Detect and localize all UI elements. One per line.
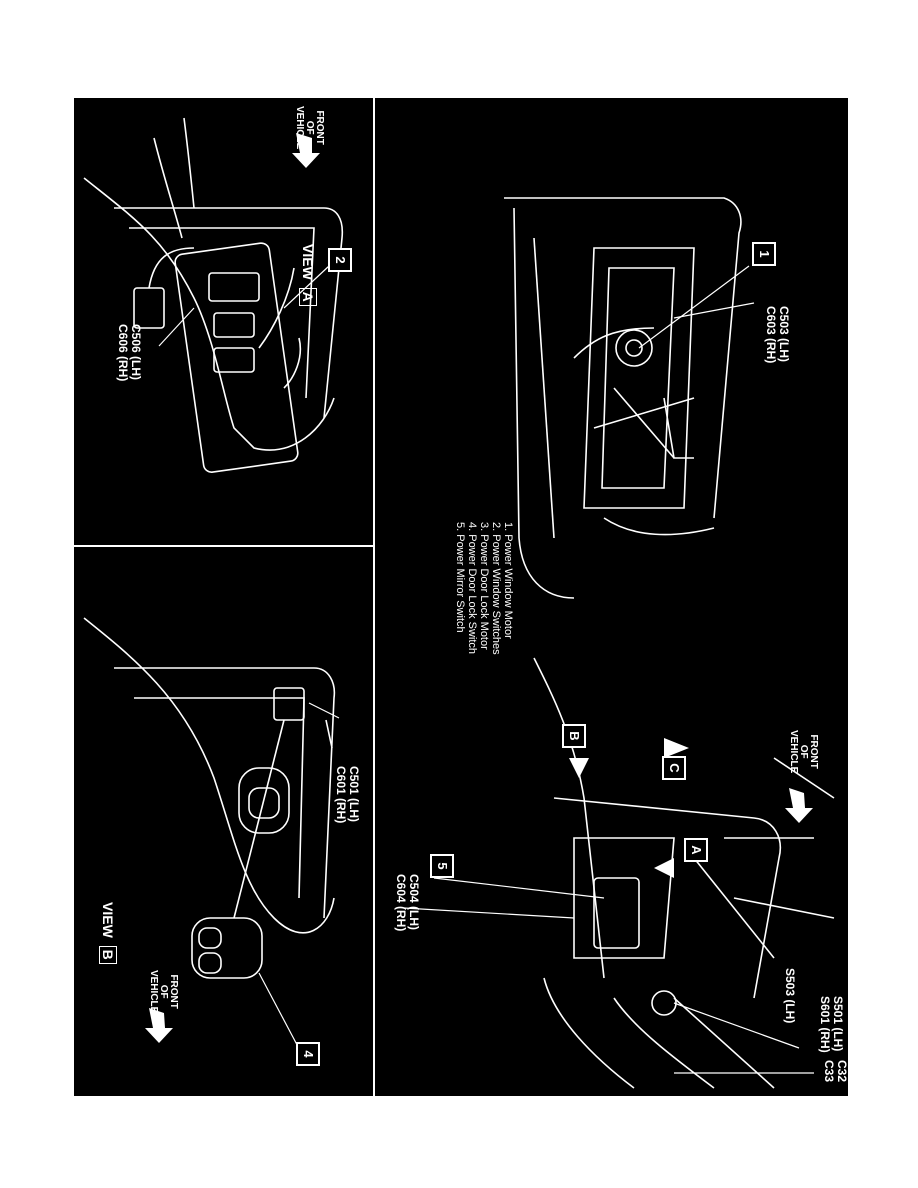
splice-s501-label: S501 (LH) S601 (RH) xyxy=(818,996,845,1053)
legend-item-5: 5. Power Mirror Switch xyxy=(454,522,466,633)
legend-item-2: 2. Power Window Switches xyxy=(490,522,502,655)
front-arrows xyxy=(145,133,813,1043)
view-b-label: VIEW B xyxy=(99,902,117,964)
front-line2: OF xyxy=(158,984,169,999)
diagram-sheet: VIEW A VIEW B FRONT OF VEHICLE FRONT OF … xyxy=(74,98,848,1096)
callout-5: 5 xyxy=(430,854,454,878)
door-panel-drawing xyxy=(504,197,835,1089)
callout-arrows xyxy=(569,738,689,878)
callout-4: 4 xyxy=(296,1042,320,1066)
front-of-vehicle-label-a: FRONT OF VEHICLE xyxy=(294,106,325,150)
arrow-tag-b: B xyxy=(562,724,586,748)
view-b-letter: B xyxy=(99,945,117,964)
c606-rh: C606 (RH) xyxy=(116,324,130,382)
c604-rh: C604 (RH) xyxy=(394,874,408,932)
arrow-tag-a: A xyxy=(684,838,708,862)
front-line3: VEHICLE xyxy=(294,106,305,150)
c32-label: C32 xyxy=(835,1060,848,1083)
connector-c501-label: C501 (LH) C601 (RH) xyxy=(334,766,361,824)
front-line2: OF xyxy=(798,744,809,759)
legend-item-4: 4. Power Door Lock Switch xyxy=(466,522,478,655)
front-of-vehicle-label-b: FRONT OF VEHICLE xyxy=(148,970,179,1014)
view-a-word: VIEW xyxy=(300,244,316,280)
front-line1: FRONT xyxy=(808,734,819,769)
legend: 1. Power Window Motor 2. Power Window Sw… xyxy=(454,522,514,655)
callout-1: 1 xyxy=(752,242,776,266)
front-line1: FRONT xyxy=(314,110,325,145)
view-a-letter: A xyxy=(299,287,317,306)
connector-c503-label: C503 (LH) C603 (RH) xyxy=(764,306,791,364)
connector-c506-label: C506 (LH) C606 (RH) xyxy=(116,324,143,382)
front-line1: FRONT xyxy=(168,974,179,1009)
door-wiring-line-art xyxy=(74,98,835,1096)
c504-lh: C504 (LH) xyxy=(407,874,421,931)
s501-lh: S501 (LH) xyxy=(831,996,845,1052)
view-b-drawing xyxy=(83,617,336,979)
s601-rh: S601 (RH) xyxy=(818,996,832,1053)
view-b-word: VIEW xyxy=(100,902,116,938)
c501-lh: C501 (LH) xyxy=(347,766,361,823)
view-a-label: VIEW A xyxy=(299,244,317,306)
leader-lines xyxy=(158,265,814,1074)
legend-item-3: 3. Power Door Lock Motor xyxy=(478,522,490,650)
c506-lh: C506 (LH) xyxy=(129,324,143,381)
front-line2: OF xyxy=(304,120,315,135)
connector-c32-c33-label: C32 C33 xyxy=(822,1060,848,1082)
s503-lh: S503 (LH) xyxy=(783,968,797,1024)
front-of-vehicle-label-main: FRONT OF VEHICLE xyxy=(788,730,819,774)
c603-rh: C603 (RH) xyxy=(764,306,778,364)
c601-rh: C601 (RH) xyxy=(334,766,348,824)
connector-c504-label: C504 (LH) C604 (RH) xyxy=(394,874,421,932)
legend-item-1: 1. Power Window Motor xyxy=(502,522,514,639)
c503-lh: C503 (LH) xyxy=(777,306,791,363)
callout-2: 2 xyxy=(328,248,352,272)
view-a-drawing xyxy=(83,117,344,473)
front-line3: VEHICLE xyxy=(788,730,799,774)
front-line3: VEHICLE xyxy=(148,970,159,1014)
splice-s503-label: S503 (LH) xyxy=(783,968,797,1024)
c33-label: C33 xyxy=(822,1060,836,1083)
arrow-tag-c: C xyxy=(662,756,686,780)
